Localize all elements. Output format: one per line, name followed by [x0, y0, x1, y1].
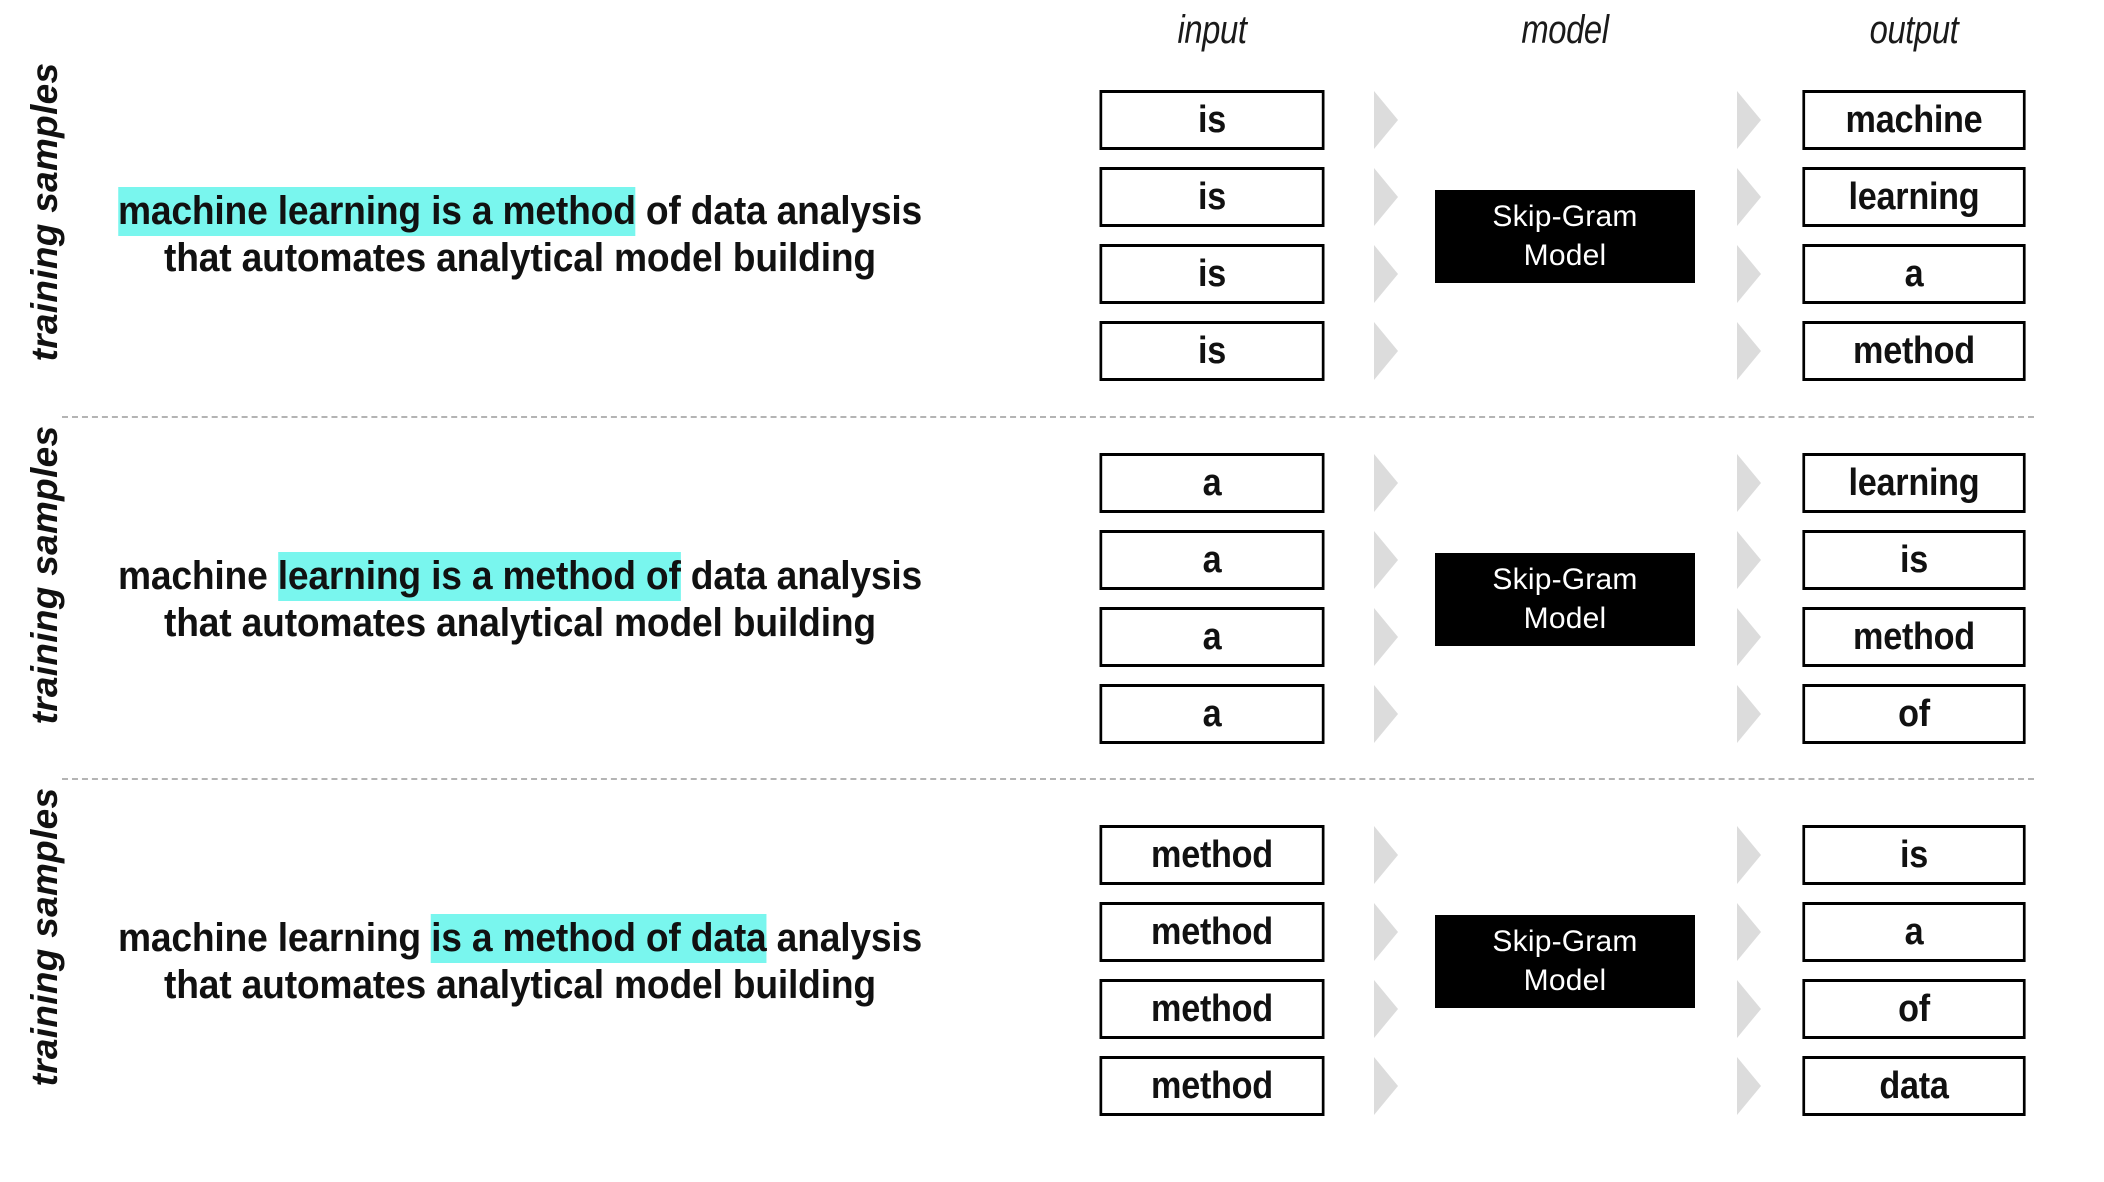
sentence-line-1: machine learning is a method of data ana… — [74, 914, 967, 963]
block-separator-1 — [62, 416, 2034, 418]
column-header-input: input — [1177, 8, 1247, 52]
chevron-right-icon — [1372, 1055, 1400, 1117]
sentence-pre: machine — [117, 554, 278, 598]
chevron-right-icon — [1735, 1055, 1763, 1117]
chevron-right-icon — [1735, 824, 1763, 886]
input-word-box[interactable]: is — [1099, 167, 1325, 227]
block-separator-2 — [62, 778, 2034, 780]
sentence-mid: data analysis — [680, 554, 923, 598]
input-word-box[interactable]: a — [1099, 684, 1325, 744]
output-word-box[interactable]: method — [1802, 321, 2026, 381]
chevron-right-icon — [1372, 452, 1400, 514]
model-box-line-2: Model — [1523, 963, 1607, 997]
output-word-box[interactable]: learning — [1802, 167, 2026, 227]
sentence-highlight: machine learning is a method — [117, 187, 636, 236]
chevron-right-icon — [1735, 978, 1763, 1040]
input-word-box[interactable]: a — [1099, 530, 1325, 590]
sentence-pre: machine learning — [117, 916, 432, 960]
chevron-right-icon — [1372, 529, 1400, 591]
sentence-line-2: that automates analytical model building — [164, 601, 876, 646]
model-box-line-2: Model — [1523, 238, 1607, 272]
chevron-right-icon — [1735, 320, 1763, 382]
chevron-right-icon — [1735, 606, 1763, 668]
chevron-right-icon — [1735, 529, 1763, 591]
sentence-highlight: learning is a method of — [277, 552, 681, 601]
chevron-right-icon — [1735, 166, 1763, 228]
chevron-right-icon — [1735, 901, 1763, 963]
sentence-line-2: that automates analytical model building — [164, 236, 876, 281]
model-box-line-2: Model — [1523, 601, 1607, 635]
skip-gram-model-box: Skip-Gram Model — [1435, 915, 1695, 1008]
chevron-right-icon — [1372, 89, 1400, 151]
model-box-line-1: Skip-Gram — [1492, 925, 1638, 959]
input-word-box[interactable]: is — [1099, 90, 1325, 150]
chevron-right-icon — [1735, 243, 1763, 305]
chevron-right-icon — [1735, 452, 1763, 514]
input-word-box[interactable]: method — [1099, 902, 1325, 962]
sentence-mid: analysis — [766, 916, 923, 960]
chevron-right-icon — [1372, 166, 1400, 228]
sentence-highlight: is a method of data — [431, 914, 767, 963]
output-word-box[interactable]: method — [1802, 607, 2026, 667]
input-word-box[interactable]: a — [1099, 453, 1325, 513]
output-word-box[interactable]: a — [1802, 902, 2026, 962]
column-header-model: model — [1521, 8, 1609, 52]
output-word-box[interactable]: is — [1802, 530, 2026, 590]
chevron-right-icon — [1735, 89, 1763, 151]
model-box-line-1: Skip-Gram — [1492, 563, 1638, 597]
sentence-mid: of data analysis — [635, 189, 923, 233]
chevron-right-icon — [1372, 606, 1400, 668]
output-word-box[interactable]: machine — [1802, 90, 2026, 150]
row-label-training-samples: training samples — [24, 425, 65, 725]
output-word-box[interactable]: learning — [1802, 453, 2026, 513]
input-word-box[interactable]: method — [1099, 1056, 1325, 1116]
row-label-training-samples: training samples — [24, 62, 65, 362]
chevron-right-icon — [1372, 824, 1400, 886]
column-header-output: output — [1869, 8, 1959, 52]
output-word-box[interactable]: of — [1802, 684, 2026, 744]
chevron-right-icon — [1372, 320, 1400, 382]
sentence-line-1: machine learning is a method of data ana… — [74, 552, 967, 601]
model-box-line-1: Skip-Gram — [1492, 200, 1638, 234]
input-word-box[interactable]: a — [1099, 607, 1325, 667]
sentence-line-2: that automates analytical model building — [164, 963, 876, 1008]
training-sentence: machine learning is a method of data ana… — [74, 187, 967, 282]
output-word-box[interactable]: is — [1802, 825, 2026, 885]
output-word-box[interactable]: of — [1802, 979, 2026, 1039]
sentence-line-1: machine learning is a method of data ana… — [74, 187, 967, 236]
skip-gram-model-box: Skip-Gram Model — [1435, 190, 1695, 283]
output-word-box[interactable]: a — [1802, 244, 2026, 304]
training-sentence: machine learning is a method of data ana… — [74, 914, 967, 1009]
input-word-box[interactable]: is — [1099, 321, 1325, 381]
chevron-right-icon — [1372, 243, 1400, 305]
chevron-right-icon — [1735, 683, 1763, 745]
output-word-box[interactable]: data — [1802, 1056, 2026, 1116]
training-sentence: machine learning is a method of data ana… — [74, 552, 967, 647]
chevron-right-icon — [1372, 978, 1400, 1040]
skip-gram-model-box: Skip-Gram Model — [1435, 553, 1695, 646]
input-word-box[interactable]: is — [1099, 244, 1325, 304]
chevron-right-icon — [1372, 901, 1400, 963]
input-word-box[interactable]: method — [1099, 979, 1325, 1039]
input-word-box[interactable]: method — [1099, 825, 1325, 885]
row-label-training-samples: training samples — [24, 787, 65, 1087]
chevron-right-icon — [1372, 683, 1400, 745]
